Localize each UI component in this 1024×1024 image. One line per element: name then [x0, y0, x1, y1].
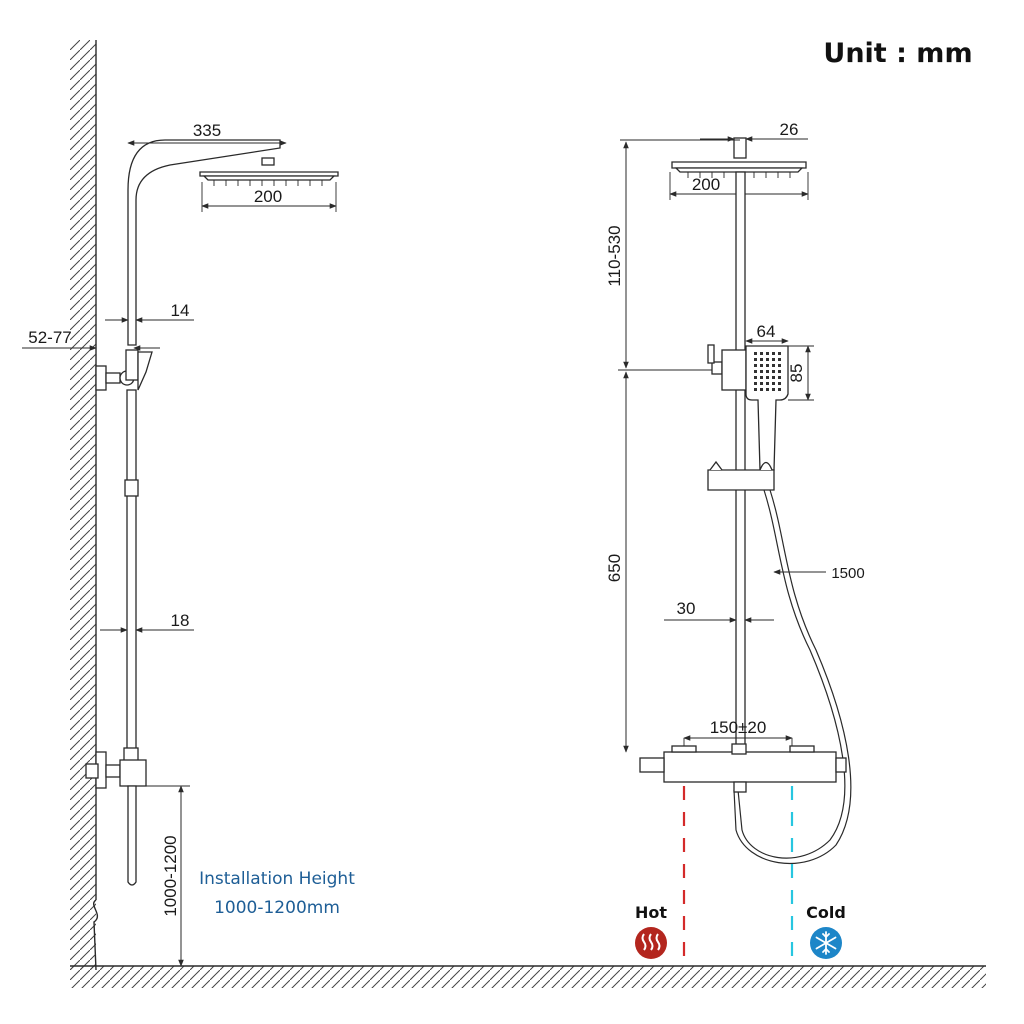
dim-pipe-diameter: 30	[677, 599, 696, 618]
snowflake-icon	[810, 927, 842, 959]
installation-note-line1: Installation Height	[199, 869, 355, 889]
dim-head-width-side: 200	[254, 187, 282, 206]
dim-wall-gap: 52-77	[28, 328, 71, 347]
dim-install-height: 1000-1200	[161, 835, 180, 916]
dim-handshower-width: 64	[757, 322, 776, 341]
side-view: 335 200 14 52-77 18	[22, 121, 339, 967]
dim-pipe-upper: 14	[171, 301, 190, 320]
front-view: 26 200 110-530 64	[605, 120, 865, 865]
dim-head-offset: 26	[780, 120, 799, 139]
wall	[70, 40, 99, 971]
dim-arm-length: 335	[193, 121, 221, 140]
dim-pipe-lower: 18	[171, 611, 190, 630]
dim-hose-length: 1500	[831, 565, 864, 582]
floor	[70, 965, 986, 988]
cold-label: Cold	[806, 903, 846, 922]
dim-handshower-height: 85	[787, 364, 806, 383]
dim-inlet-spacing: 150±20	[710, 718, 767, 737]
handshower-nozzle-grid	[754, 352, 781, 391]
heat-waves-icon	[635, 927, 667, 959]
installation-note-line2: 1000-1200mm	[214, 898, 340, 918]
hot-label: Hot	[635, 903, 667, 922]
unit-label: Unit : mm	[823, 38, 972, 69]
dim-head-width-front: 200	[692, 175, 720, 194]
dim-bar-length: 650	[605, 554, 624, 582]
dim-adjust-range: 110-530	[605, 225, 624, 286]
